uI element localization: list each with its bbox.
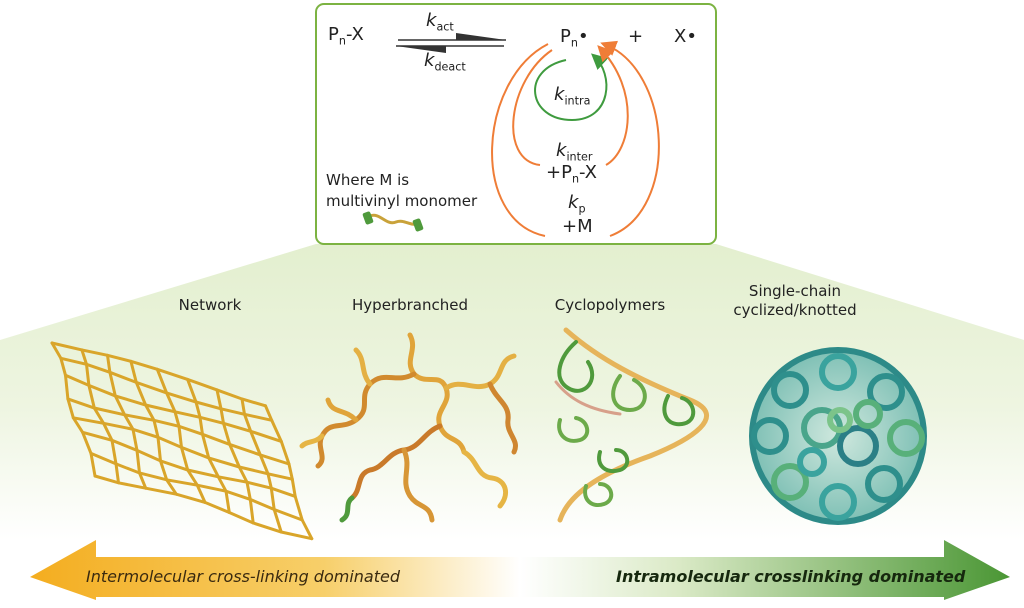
network-strand-col (215, 388, 255, 525)
category-network: Network (178, 296, 242, 314)
k-intra-label: kintra (554, 84, 591, 108)
species-radical: Pn• (560, 26, 589, 50)
network-strand-col (240, 397, 283, 534)
k-deact-label: kdeact (424, 50, 466, 74)
cyclopolymer-structure (554, 327, 709, 523)
plus-sign: + (628, 26, 644, 47)
mechanism-box (315, 3, 717, 245)
intra-arrow (534, 53, 609, 122)
monomer-icon (362, 211, 424, 232)
p-reagent: +M (562, 216, 593, 237)
hyperbranched-structure (299, 332, 518, 523)
k-inter-label: kinter (556, 140, 593, 164)
knotted-structure (749, 347, 927, 525)
spectrum-arrow (30, 540, 1010, 600)
network-strand-col (264, 404, 314, 541)
network-strand-col (50, 341, 97, 478)
k-p-label: kp (568, 192, 586, 216)
inter-arrow (512, 48, 629, 166)
propagation-arrow (491, 44, 660, 237)
network-strand-col (80, 348, 120, 485)
inter-reagent: +Pn-X (546, 162, 597, 186)
network-strand-col (129, 359, 178, 496)
equilibrium-arrows (396, 33, 506, 53)
network-strand-col (186, 377, 231, 514)
monomer-note: Where M is multivinyl monomer (326, 171, 478, 210)
species-pn-x: Pn-X (328, 24, 364, 48)
category-cyclopolymers: Cyclopolymers (554, 296, 666, 314)
k-act-label: kact (426, 10, 454, 34)
category-hyperbranched: Hyperbranched (352, 296, 468, 314)
network-structure (50, 341, 314, 541)
spectrum-right-label: Intramolecular crosslinking dominated (616, 567, 966, 586)
spectrum-left-label: Intermolecular cross-linking dominated (86, 567, 400, 586)
network-strand-col (106, 353, 148, 490)
network-strand-col (155, 367, 207, 504)
category-single-chain: Single-chain cyclized/knotted (733, 282, 857, 319)
species-x-radical: X• (674, 26, 697, 47)
